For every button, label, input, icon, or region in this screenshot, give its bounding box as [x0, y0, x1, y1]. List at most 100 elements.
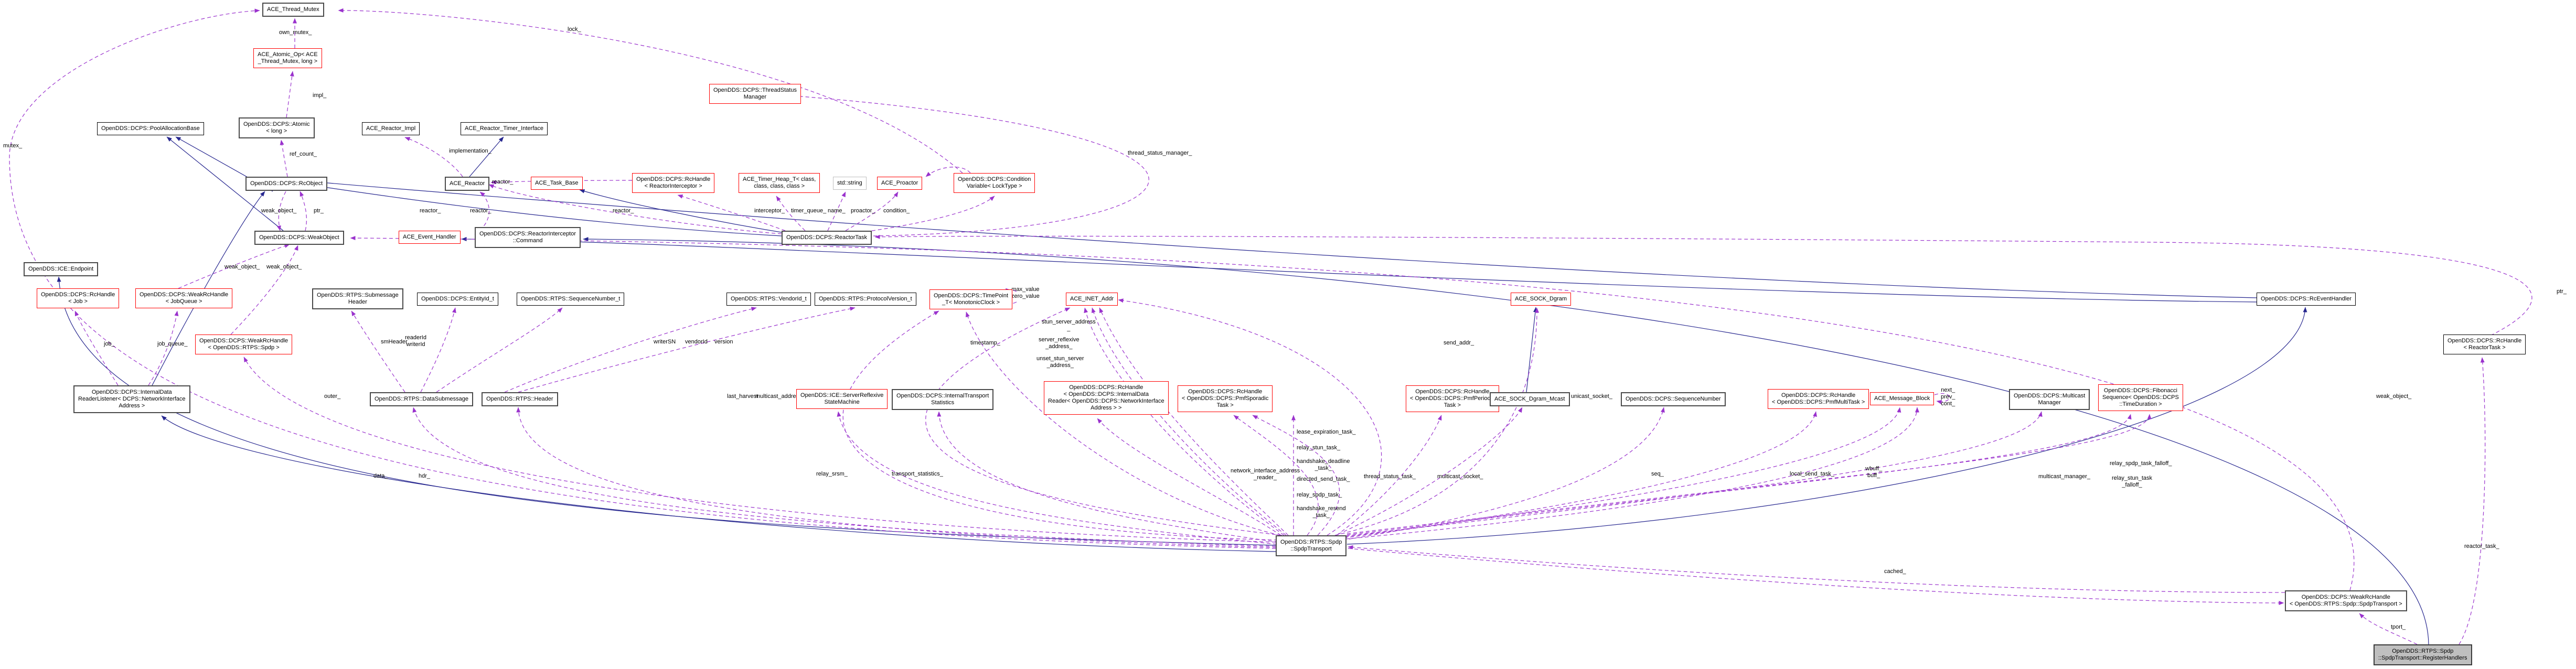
class-node-label: Variable< LockType > — [966, 183, 1022, 189]
inheritance-edge — [161, 415, 1276, 552]
class-node-event_handler[interactable]: ACE_Event_Handler — [399, 231, 461, 244]
class-node-vendor_id[interactable]: OpenDDS::RTPS::VendorId_t — [726, 293, 811, 306]
class-node-label: ACE_Event_Handler — [403, 234, 456, 240]
class-node-reactor_timer[interactable]: ACE_Reactor_Timer_Interface — [461, 122, 548, 135]
edge-label: weak_object_ — [261, 208, 297, 214]
class-node-wrch_jobqueue[interactable]: OpenDDS::DCPS::WeakRcHandle< JobQueue > — [135, 288, 233, 308]
usage-edge — [1345, 407, 1919, 539]
class-node-thread_mutex[interactable]: ACE_Thread_Mutex — [262, 3, 324, 17]
edge-label: weak_object_ — [2376, 393, 2412, 400]
class-node-label: OpenDDS::DCPS::ThreadStatus — [713, 87, 797, 93]
class-node-label: OpenDDS::RTPS::Header — [486, 396, 553, 402]
edge-label: next_ prev_ cont_ — [1941, 387, 1955, 407]
class-node-register_handlers[interactable]: OpenDDS::RTPS::Spdp::SpdpTransport::Regi… — [2374, 644, 2472, 665]
class-node-ice_endpoint[interactable]: OpenDDS::ICE::Endpoint — [24, 262, 99, 276]
class-node-label: OpenDDS::RTPS::ProtocolVersion_t — [819, 296, 912, 302]
class-node-weak_object[interactable]: OpenDDS::DCPS::WeakObject — [254, 231, 344, 245]
class-node-rch_multi[interactable]: OpenDDS::DCPS::RcHandle< OpenDDS::DCPS::… — [1768, 389, 1869, 409]
edge-label: seq_ — [1651, 471, 1664, 477]
class-node-atomic_op[interactable]: ACE_Atomic_Op< ACE_Thread_Mutex, long > — [253, 48, 322, 68]
class-node-label: < Job > — [68, 298, 88, 305]
class-node-reactor_task[interactable]: OpenDDS::DCPS::ReactorTask — [782, 231, 872, 245]
class-node-seq_num[interactable]: OpenDDS::DCPS::SequenceNumber — [1621, 392, 1726, 406]
inheritance-edge — [583, 237, 2429, 645]
usage-edge — [2359, 613, 2418, 645]
class-node-sock_dgram[interactable]: ACE_SOCK_Dgram — [1511, 293, 1572, 306]
class-node-label: OpenDDS::DCPS::EntityId_t — [421, 296, 494, 302]
class-node-pool_alloc[interactable]: OpenDDS::DCPS::PoolAllocationBase — [97, 122, 204, 135]
edge-label: weak_object_ — [225, 264, 260, 270]
usage-edge — [1092, 307, 1287, 536]
class-node-spdp_transport[interactable]: OpenDDS::RTPS::Spdp::SpdpTransport — [1276, 535, 1347, 556]
class-node-data_subm[interactable]: OpenDDS::RTPS::DataSubmessage — [370, 392, 473, 406]
class-node-label: OpenDDS::DCPS::ReactorInterceptor — [479, 231, 576, 237]
edge-label: ptr_ — [314, 208, 324, 214]
usage-edge — [1097, 418, 1281, 536]
class-node-rch_job[interactable]: OpenDDS::DCPS::RcHandle< Job > — [37, 288, 120, 308]
class-node-label: ACE_SOCK_Dgram — [1515, 296, 1567, 302]
usage-edge — [1348, 548, 2284, 605]
usage-edge — [845, 191, 899, 231]
usage-edge — [412, 407, 1276, 547]
inheritance-edge — [152, 191, 265, 386]
class-node-wrch_spdptransport[interactable]: OpenDDS::DCPS::WeakRcHandle< OpenDDS::RT… — [2285, 590, 2407, 611]
usage-edge — [436, 307, 563, 393]
class-node-atomic_long[interactable]: OpenDDS::DCPS::Atomic< long > — [239, 117, 315, 138]
class-node-seq_num_t[interactable]: OpenDDS::RTPS::SequenceNumber_t — [517, 293, 625, 306]
class-node-entity_id[interactable]: OpenDDS::DCPS::EntityId_t — [417, 293, 498, 306]
class-node-label: class, class, class > — [754, 183, 805, 189]
class-node-inet_addr[interactable]: ACE_INET_Addr — [1066, 293, 1118, 306]
usage-edge — [1233, 415, 1319, 536]
edge-label: proactor_ — [851, 208, 875, 214]
edge-label: ptr_ — [2557, 288, 2567, 295]
class-node-label: ACE_Atomic_Op< ACE — [258, 51, 318, 58]
class-node-ace_reactor[interactable]: ACE_Reactor — [445, 177, 490, 191]
class-node-rtps_header[interactable]: OpenDDS::RTPS::Header — [482, 392, 558, 406]
class-node-timer_heap[interactable]: ACE_Timer_Heap_T< class,class, class, cl… — [739, 173, 820, 193]
usage-edge — [1099, 307, 1289, 536]
class-node-label: < ReactorInterceptor > — [644, 183, 702, 189]
class-node-rc_object[interactable]: OpenDDS::DCPS::RcObject — [245, 177, 328, 191]
edge-label: multicast_address_ — [755, 393, 805, 400]
usage-edge — [243, 357, 1276, 543]
edge-label: unicast_socket_ — [1571, 393, 1612, 400]
edge-label: reactor_task_ — [2464, 543, 2499, 549]
class-node-label: Address > — [119, 403, 145, 409]
edge-label: hdr_ — [419, 473, 431, 479]
class-node-label: < JobQueue > — [165, 298, 202, 305]
edge-label: transport_statistics_ — [892, 471, 943, 477]
class-node-ri_command[interactable]: OpenDDS::DCPS::ReactorInterceptor::Comma… — [475, 227, 581, 248]
usage-edge — [1336, 415, 1442, 536]
edge-label: writerSN — [654, 339, 676, 345]
class-node-rc_event_handler[interactable]: OpenDDS::DCPS::RcEventHandler — [2257, 293, 2356, 306]
usage-edge — [1344, 407, 1901, 537]
class-node-time_point[interactable]: OpenDDS::DCPS::TimePoint_T< MonotonicClo… — [929, 289, 1013, 309]
class-node-rch_idr[interactable]: OpenDDS::DCPS::RcHandle< OpenDDS::DCPS::… — [1044, 381, 1169, 415]
inheritance-edge — [309, 179, 2257, 298]
class-node-reactor_impl[interactable]: ACE_Reactor_Impl — [362, 122, 420, 135]
class-node-std_string[interactable]: std::string — [833, 177, 867, 190]
class-node-label: OpenDDS::ICE::Endpoint — [28, 266, 94, 272]
edge-label: outer_ — [324, 393, 341, 400]
class-node-sock_mcast[interactable]: ACE_SOCK_Dgram_Mcast — [1490, 392, 1570, 406]
class-node-rch_reactor_task[interactable]: OpenDDS::DCPS::RcHandle< ReactorTask > — [2443, 334, 2526, 354]
class-node-rch_interceptor[interactable]: OpenDDS::DCPS::RcHandle< ReactorIntercep… — [632, 173, 715, 193]
class-node-task_base[interactable]: ACE_Task_Base — [531, 177, 583, 190]
class-node-proto_ver[interactable]: OpenDDS::RTPS::ProtocolVersion_t — [815, 293, 916, 306]
class-node-msg_block[interactable]: ACE_Message_Block — [1870, 392, 1934, 405]
class-node-label: ::TimeDuration > — [2119, 401, 2162, 407]
class-node-proactor[interactable]: ACE_Proactor — [877, 177, 923, 190]
usage-edge — [2459, 357, 2486, 645]
class-node-rch_sporadic[interactable]: OpenDDS::DCPS::RcHandle< OpenDDS::DCPS::… — [1178, 385, 1273, 412]
class-node-label: Task > — [1444, 402, 1461, 408]
class-node-rch_periodic[interactable]: OpenDDS::DCPS::RcHandle< OpenDDS::DCPS::… — [1406, 385, 1499, 412]
class-node-wrch_spdp[interactable]: OpenDDS::DCPS::WeakRcHandle< OpenDDS::RT… — [195, 334, 293, 354]
